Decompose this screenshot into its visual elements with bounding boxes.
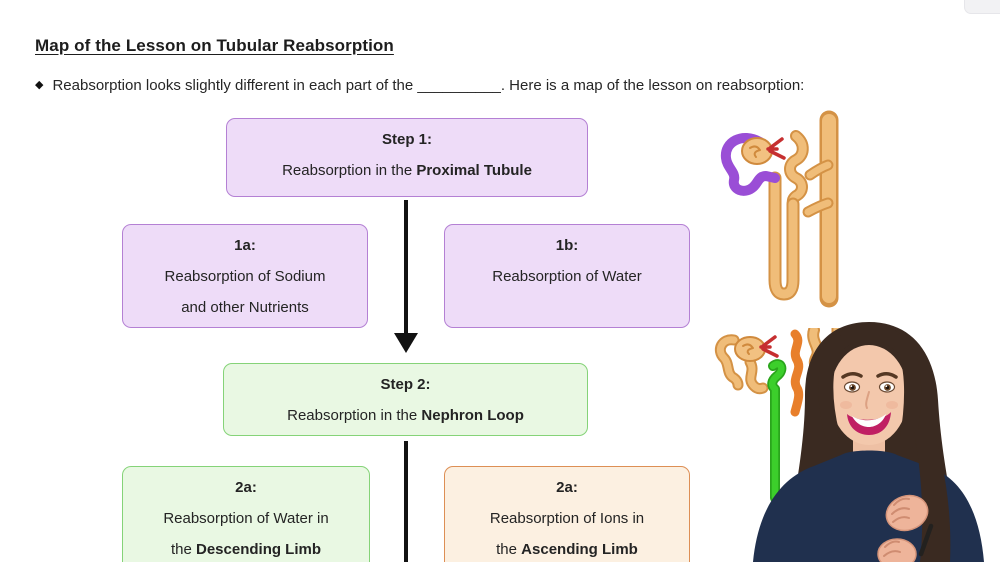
flowchart-step2-box: Step 2: Reabsorption in the Nephron Loop	[223, 363, 588, 436]
corner-overlay-shape	[964, 0, 1000, 14]
flowchart-step1-box: Step 1: Reabsorption in the Proximal Tub…	[226, 118, 588, 197]
arrow-step1-to-step2-head-icon	[394, 333, 418, 353]
bullet-line: ◆ Reabsorption looks slightly different i…	[35, 77, 804, 94]
page-title: Map of the Lesson on Tubular Reabsorptio…	[35, 36, 394, 55]
flowchart-box-1a: 1a: Reabsorption of Sodium and other Nut…	[122, 224, 368, 328]
box-1a-line2: and other Nutrients	[181, 299, 309, 316]
presenter-figure	[753, 322, 984, 562]
presenter-hand	[885, 494, 929, 532]
flowchart-box-2a-water: 2a: Reabsorption of Water in the Descend…	[122, 466, 370, 562]
bullet-text: Reabsorption looks slightly different in…	[52, 77, 805, 94]
box-2a-ions-line2: the Ascending Limb	[496, 541, 638, 558]
step2-body: Reabsorption in the Nephron Loop	[287, 407, 524, 424]
flowchart-box-1b: 1b: Reabsorption of Water	[444, 224, 690, 328]
box-2a-ions-heading: 2a:	[556, 479, 578, 496]
step1-body: Reabsorption in the Proximal Tubule	[282, 162, 532, 179]
box-2a-water-heading: 2a:	[235, 479, 257, 496]
step2-heading: Step 2:	[380, 376, 431, 393]
box-2a-ions-line1: Reabsorption of Ions in	[489, 510, 645, 527]
box-1b-heading: 1b:	[555, 237, 579, 254]
flowchart-box-2a-ions: 2a: Reabsorption of Ions in the Ascendin…	[444, 466, 690, 562]
diamond-bullet-icon: ◆	[35, 79, 44, 91]
box-2a-water-line1: Reabsorption of Water in	[163, 510, 329, 527]
box-1a-line1: Reabsorption of Sodium	[164, 268, 326, 285]
box-1b-line1: Reabsorption of Water	[492, 268, 642, 285]
box-2a-water-line2: the Descending Limb	[170, 541, 322, 558]
arrow-step1-to-step2-shaft	[404, 200, 408, 334]
step1-heading: Step 1:	[381, 131, 432, 148]
presenter-hand-lower	[877, 538, 917, 562]
arrow-step2-down-shaft	[404, 441, 408, 562]
box-1a-heading: 1a:	[234, 237, 256, 254]
nephron-proximal-illustration-icon	[720, 110, 839, 308]
